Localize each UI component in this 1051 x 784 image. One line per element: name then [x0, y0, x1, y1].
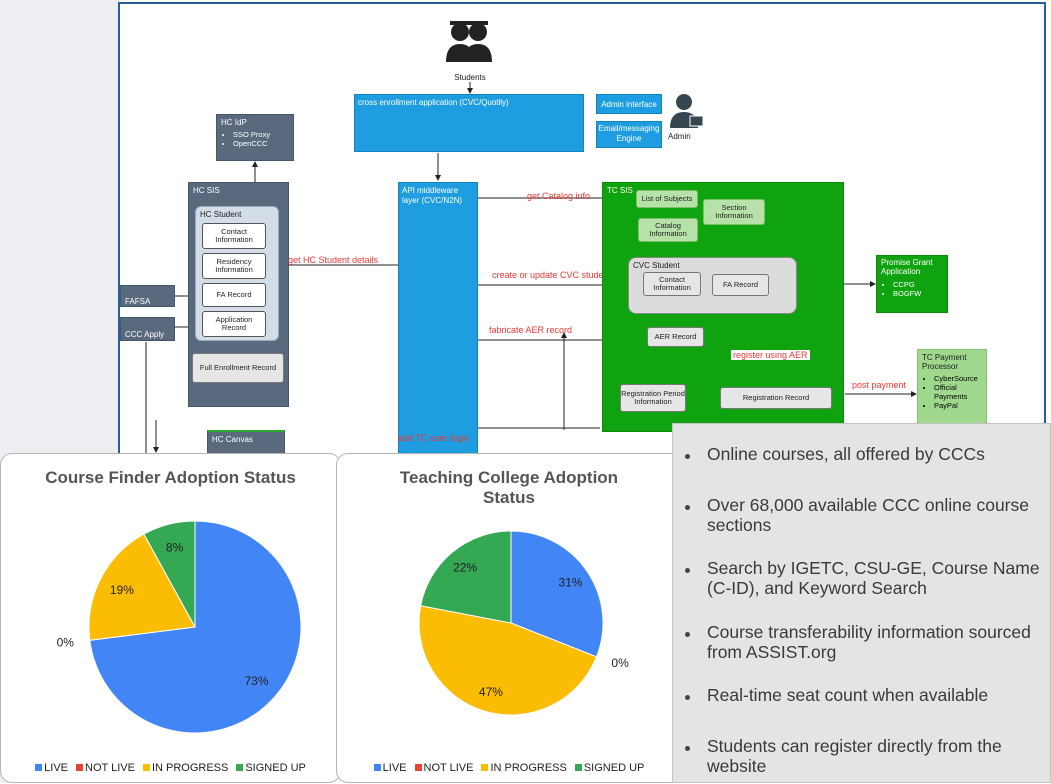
promise-grant-items: CCPG BOGFW: [877, 280, 947, 298]
hc-idp-item: OpenCCC: [233, 139, 293, 148]
promise-grant: Promise Grant Application CCPG BOGFW: [876, 255, 948, 313]
pie-slice-live: [510, 530, 604, 658]
feature-item: Over 68,000 available CCC online course …: [707, 495, 1029, 536]
chart-legend: LIVE NOT LIVE IN PROGRESS SIGNED UP: [337, 762, 681, 774]
feature-item: Students can register directly from the …: [707, 736, 1002, 777]
hc-idp-items: SSO Proxy OpenCCC: [217, 130, 293, 148]
feature-item: Real-time seat count when available: [707, 685, 989, 705]
chart-title: Teaching College Adoption Status: [399, 468, 619, 508]
cross-enrollment-label: cross enrollment application (CVC/Quotll…: [358, 98, 509, 107]
tc-fa-record: FA Record: [712, 274, 769, 296]
hc-application-record: Application Record: [202, 311, 266, 337]
ccc-apply-label: CCC Apply: [125, 330, 165, 339]
feature-item: Search by IGETC, CSU-GE, Course Name (C-…: [707, 558, 1040, 599]
admin-interface-label: Admin interface: [601, 99, 657, 109]
registration-record: Registration Record: [720, 387, 832, 409]
api-middleware: API middleware layer (CVC/N2N): [398, 182, 478, 460]
cvc-student-title: CVC Student: [633, 261, 680, 270]
pie-data-label: 22%: [453, 561, 477, 575]
pie-chart-teaching-college: 31% 0% 47% 22%: [418, 530, 629, 716]
pie-slice-in-progress: [88, 533, 196, 641]
hc-idp-item: SSO Proxy: [233, 130, 293, 139]
registration-period: Registration Period Information: [620, 384, 686, 412]
tc-payment-processor: TC Payment Processor CyberSource Officia…: [917, 349, 987, 431]
ccc-apply: CCC Apply: [120, 317, 175, 341]
legend-item-live: LIVE: [35, 762, 68, 774]
fafsa-label: FAFSA: [125, 297, 151, 306]
tc-payment-item: Official Payments: [934, 383, 986, 401]
tc-contact-info: Contact Information: [643, 272, 701, 296]
chart-card-teaching-college: Teaching College Adoption Status 31% 0% 47…: [336, 453, 682, 783]
hc-canvas-title: HC Canvas: [212, 435, 253, 444]
hc-idp-title: HC IdP: [221, 118, 247, 127]
bullet-icon: [685, 632, 690, 637]
promise-grant-item: BOGFW: [893, 289, 947, 298]
hc-sis-title: HC SIS: [193, 186, 220, 195]
bullet-icon: [685, 505, 690, 510]
label-fabricate-aer: fabricate AER record: [489, 325, 573, 335]
tc-sis-title: TC SIS: [607, 186, 633, 195]
tc-payment-item: PayPal: [934, 401, 986, 410]
list-of-subjects: List of Subjects: [636, 190, 698, 208]
legend-item-live: LIVE: [373, 762, 407, 774]
feature-item: Course transferability information sourc…: [707, 622, 1031, 663]
bullet-icon: [685, 454, 690, 459]
hc-residency-info: Residency Information: [202, 253, 266, 279]
legend-item-not-live: NOT LIVE: [76, 762, 135, 774]
chart-card-course-finder: Course Finder Adoption Status 73% 0% 19% 8%…: [0, 453, 341, 783]
pie-data-label: 47%: [479, 685, 503, 699]
tc-payment-item: CyberSource: [934, 374, 986, 383]
pie-data-label: 0%: [57, 635, 75, 649]
api-middleware-label: API middleware layer (CVC/N2N): [402, 186, 463, 205]
feature-item: Online courses, all offered by CCCs: [707, 444, 985, 464]
admin-interface: Admin interface: [596, 94, 662, 114]
chart-title: Course Finder Adoption Status: [45, 468, 296, 487]
tc-payment-title: TC Payment Processor: [922, 353, 967, 372]
section-information: Section Information: [703, 199, 765, 225]
hc-contact-info: Contact Information: [202, 223, 266, 249]
full-enrollment-record: Full Enrollment Record: [192, 353, 284, 383]
pie-slice-signed-up: [420, 530, 512, 624]
promise-grant-item: CCPG: [893, 280, 947, 289]
email-engine: Email/messaging Engine: [596, 121, 662, 148]
aer-record: AER Record: [647, 327, 704, 347]
bullet-icon: [685, 568, 690, 573]
bullet-icon: [685, 695, 690, 700]
tc-payment-items: CyberSource Official Payments PayPal: [918, 374, 986, 410]
hc-idp: HC IdP SSO Proxy OpenCCC: [216, 114, 294, 161]
admin-label: Admin: [668, 132, 691, 141]
promise-grant-title: Promise Grant Application: [881, 258, 933, 276]
label-register-aer: register using AER: [731, 350, 810, 360]
label-post-payment: post payment: [852, 380, 907, 390]
students-icon: [446, 21, 492, 62]
catalog-information: Catalog Information: [638, 218, 698, 242]
legend-item-in-progress: IN PROGRESS: [142, 762, 228, 774]
label-get-catalog: get Catalog info: [527, 191, 591, 201]
cross-enrollment-app: cross enrollment application (CVC/Quotll…: [354, 94, 584, 152]
label-add-tc-login: add TC user login: [398, 433, 469, 443]
legend-item-signed-up: SIGNED UP: [574, 762, 644, 774]
pie-chart-course-finder: 73% 0% 19% 8%: [57, 520, 302, 734]
pie-data-label: 19%: [110, 583, 134, 597]
admin-icon: [670, 94, 704, 128]
bullet-icon: [685, 746, 690, 751]
hc-fa-record: FA Record: [202, 283, 266, 307]
legend-item-signed-up: SIGNED UP: [236, 762, 306, 774]
pie-slice-signed-up: [143, 520, 196, 628]
pie-data-label: 73%: [244, 674, 268, 688]
pie-data-label: 0%: [611, 656, 629, 670]
pie-data-label: 8%: [166, 541, 184, 555]
pie-slice-in-progress: [418, 605, 598, 716]
features-panel: Online courses, all offered by CCCs Over…: [672, 423, 1051, 783]
pie-data-label: 31%: [559, 576, 583, 590]
fafsa: FAFSA: [120, 285, 175, 307]
legend-item-not-live: NOT LIVE: [414, 762, 473, 774]
hc-student-title: HC Student: [200, 210, 242, 219]
students-label: Students: [454, 73, 486, 82]
label-create-cvc-student: create or update CVC student: [492, 270, 612, 280]
email-engine-label: Email/messaging Engine: [598, 124, 660, 143]
chart-legend: LIVE NOT LIVE IN PROGRESS SIGNED UP: [1, 762, 340, 774]
legend-item-in-progress: IN PROGRESS: [481, 762, 567, 774]
label-get-hc-student: get HC Student details: [288, 255, 379, 265]
